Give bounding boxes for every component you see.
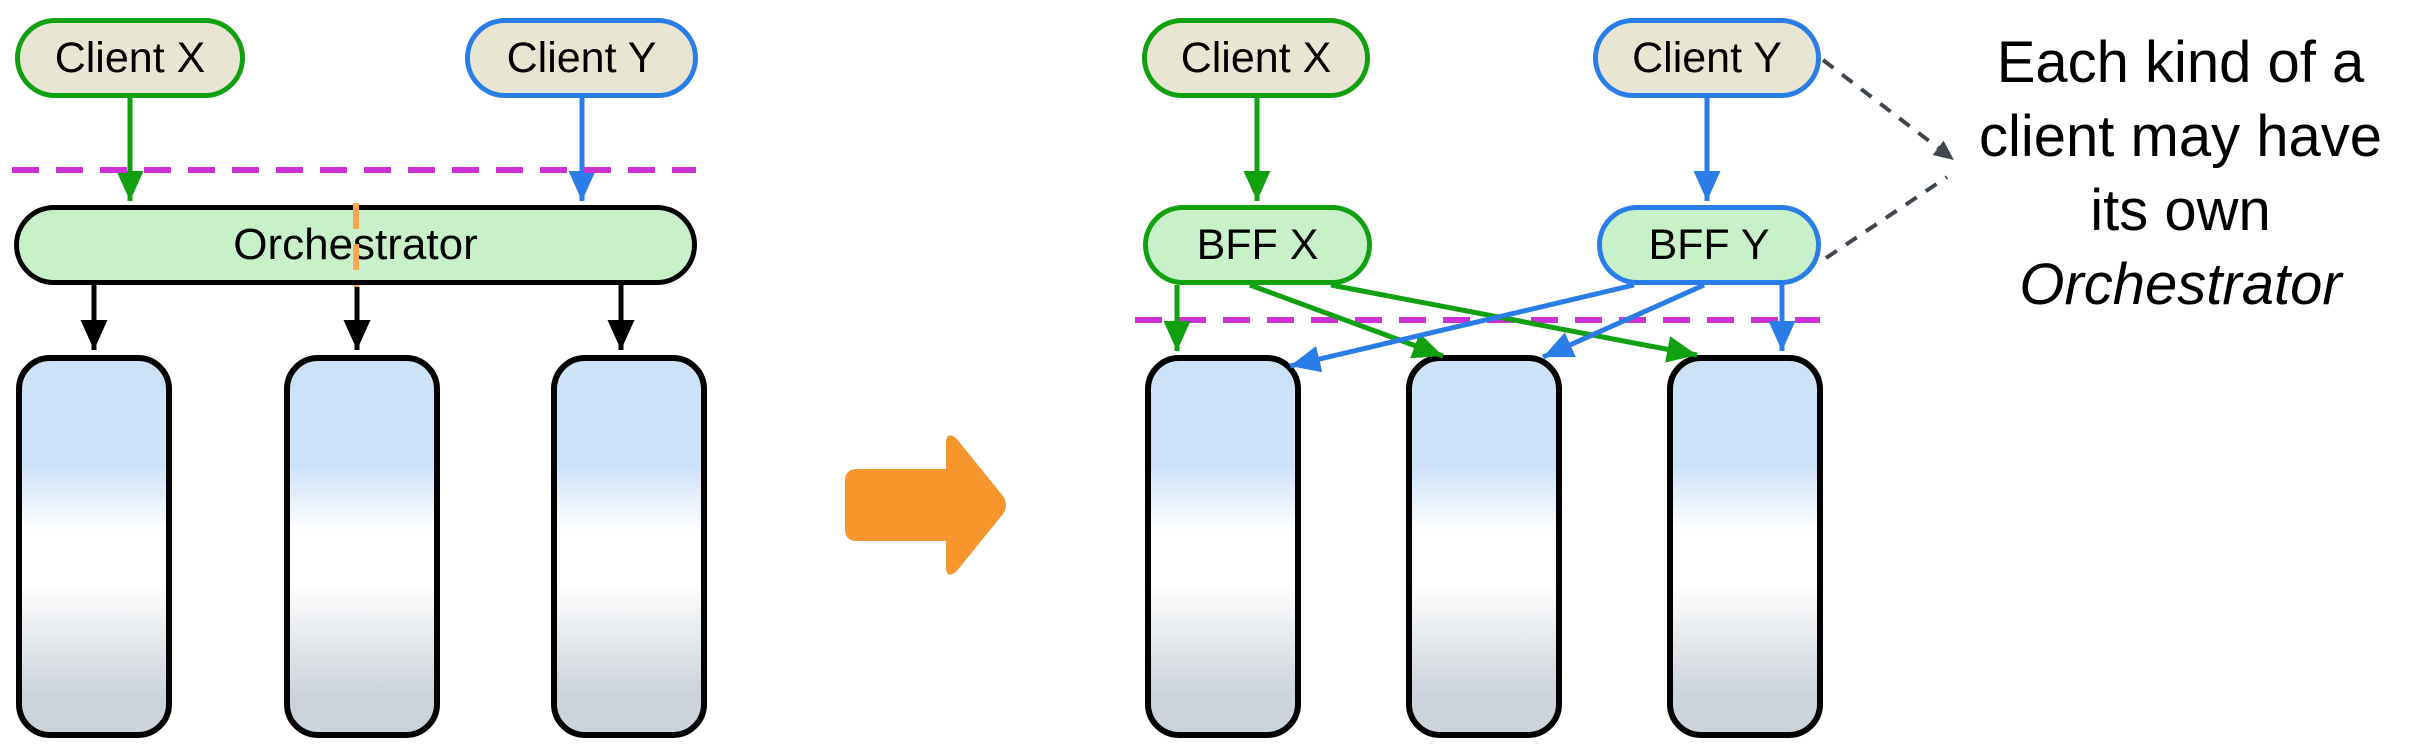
bff-y-to-service-2-arrow <box>1541 282 1706 360</box>
after-service-box-3 <box>1667 355 1823 738</box>
before-service-box-2 <box>284 355 440 738</box>
before-client-y-node: Client Y <box>465 18 698 98</box>
annotation-pointer-from-client-y <box>1821 58 1956 162</box>
bff-y-node: BFF Y <box>1597 205 1821 285</box>
orchestrator-label: Orchestrator <box>233 220 478 269</box>
before-client-x-label: Client X <box>54 33 206 82</box>
before-client-y-label: Client Y <box>506 33 657 82</box>
before-client-x-node: Client X <box>15 18 245 98</box>
annotation-pointer-from-bff-y <box>1824 175 1949 260</box>
bff-y-to-service-1-arrow <box>1289 282 1635 373</box>
annotation-note: Each kind of a client may have its own O… <box>1950 26 2411 322</box>
after-client-x-label: Client X <box>1180 33 1332 82</box>
annotation-line-3: its own <box>2090 178 2271 243</box>
transform-arrow-icon <box>845 435 1006 575</box>
bff-y-label: BFF Y <box>1648 220 1770 269</box>
after-service-box-2 <box>1406 355 1562 738</box>
orchestrator-node: Orchestrator <box>14 205 697 285</box>
before-service-box-3 <box>551 355 707 738</box>
after-client-x-node: Client X <box>1142 18 1370 98</box>
bff-x-node: BFF X <box>1143 205 1372 285</box>
bff-x-to-service-2-arrow <box>1249 282 1444 359</box>
before-service-box-1 <box>16 355 172 738</box>
annotation-line-4: Orchestrator <box>2019 252 2342 317</box>
annotation-line-2: client may have <box>1979 104 2382 169</box>
after-service-box-1 <box>1145 355 1301 738</box>
annotation-line-1: Each kind of a <box>1996 30 2365 95</box>
bff-x-label: BFF X <box>1196 220 1319 269</box>
after-client-y-node: Client Y <box>1593 18 1821 98</box>
bff-x-to-service-3-arrow <box>1330 282 1698 363</box>
after-client-y-label: Client Y <box>1632 33 1782 82</box>
